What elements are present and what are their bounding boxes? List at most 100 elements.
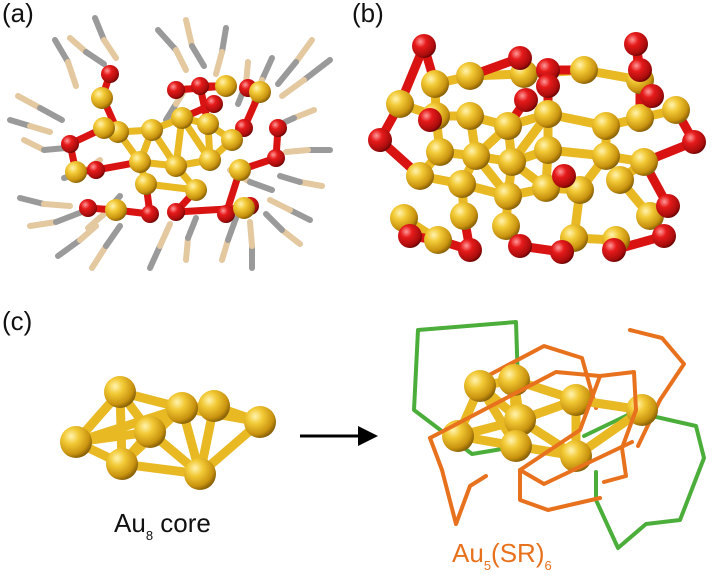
- bond: [185, 215, 199, 241]
- gold-atom: [424, 226, 452, 254]
- gold-atom: [215, 75, 237, 97]
- sulfur-atom: [191, 77, 209, 95]
- bond: [155, 27, 179, 53]
- sulfur-atom: [652, 224, 676, 248]
- bond: [55, 237, 83, 259]
- panel-label-a: (a): [2, 0, 34, 28]
- sulfur-atom: [550, 240, 574, 264]
- bond: [183, 17, 195, 49]
- gold-atom: [494, 112, 522, 140]
- bond: [183, 235, 191, 263]
- gold-atom: [592, 112, 620, 140]
- caption-core-subscript: 8: [145, 528, 154, 544]
- gold-atom: [184, 458, 216, 490]
- panel-label-c: (c): [2, 306, 33, 336]
- bond: [89, 243, 109, 271]
- gold-atom: [464, 370, 496, 402]
- sulfur-atom: [205, 95, 223, 113]
- gold-atom: [560, 384, 592, 416]
- arrow-right-icon: [300, 426, 378, 446]
- atoms-b: [368, 32, 706, 264]
- sulfur-atom: [508, 46, 532, 70]
- gold-atom: [498, 364, 530, 396]
- bond: [53, 209, 85, 225]
- panel-b-au-s-framework: [368, 32, 706, 264]
- bond: [287, 207, 313, 223]
- au8-core-model: [60, 376, 276, 490]
- gold-atom: [93, 117, 115, 139]
- gold-atom: [421, 70, 449, 98]
- gold-atom: [221, 129, 243, 151]
- sulfur-atom: [418, 108, 442, 132]
- gold-atom: [244, 406, 276, 438]
- caption-staple-subscript-2: 6: [544, 558, 552, 574]
- gold-atom: [592, 142, 620, 170]
- bond: [41, 201, 73, 209]
- staple-lines-front: [428, 370, 638, 526]
- staple-orange: [518, 468, 602, 512]
- gold-atom: [406, 162, 434, 190]
- bond: [263, 211, 285, 233]
- staple-caption: Au5(SR)6: [452, 538, 552, 574]
- caption-core-word: core: [153, 508, 211, 538]
- caption-staple-element: Au: [452, 538, 484, 568]
- gold-atom: [462, 142, 490, 170]
- sulfur-atom: [458, 238, 482, 262]
- bond: [219, 237, 231, 263]
- bond: [219, 25, 229, 55]
- bond: [267, 197, 293, 213]
- sulfur-atom: [624, 32, 648, 56]
- sulfur-atom: [141, 205, 159, 223]
- bond: [291, 107, 317, 121]
- ligand-sticks: [7, 15, 333, 271]
- bond: [163, 101, 179, 123]
- sulfur-atom: [536, 74, 560, 98]
- core-atoms: [60, 376, 276, 490]
- gold-atom: [532, 174, 560, 202]
- gold-atom: [504, 404, 536, 436]
- bond: [83, 49, 107, 67]
- sulfur-atom: [79, 199, 97, 217]
- bond: [225, 215, 239, 243]
- sulfur-atom: [628, 58, 652, 82]
- gold-atom: [606, 166, 634, 194]
- gold-atom: [91, 87, 113, 109]
- gold-atom: [662, 96, 690, 124]
- sulfur-atom: [398, 224, 422, 248]
- gold-atom: [386, 90, 414, 118]
- bond: [77, 223, 99, 243]
- gold-atom: [534, 100, 562, 128]
- bond: [17, 195, 47, 207]
- gold-atom: [450, 202, 478, 230]
- bond: [247, 219, 255, 249]
- bond: [92, 15, 107, 43]
- bond: [259, 55, 275, 83]
- bond: [27, 219, 59, 229]
- gold-atom: [199, 149, 221, 171]
- gold-atom: [456, 62, 484, 90]
- sulfur-atom: [514, 88, 538, 112]
- caption-core-element: Au: [114, 508, 146, 538]
- sulfur-atom: [61, 135, 79, 153]
- bond: [65, 59, 79, 89]
- sulfur-atom: [682, 130, 706, 154]
- caption-staple-ligand: (SR): [491, 538, 545, 568]
- bond: [15, 93, 43, 111]
- gold-atom: [134, 416, 166, 448]
- bond: [283, 147, 311, 155]
- bond: [21, 137, 47, 153]
- bond: [173, 47, 189, 73]
- sulfur-atom: [269, 119, 287, 137]
- gold-atom: [104, 376, 136, 408]
- sulfur-atom: [101, 65, 119, 83]
- bond: [277, 173, 303, 185]
- bond: [101, 37, 119, 61]
- sulfur-atom: [412, 34, 436, 58]
- sulfur-atom: [267, 149, 285, 167]
- bond: [67, 35, 89, 55]
- sulfur-atom: [640, 84, 664, 108]
- gold-atom: [197, 113, 219, 135]
- gold-atom: [165, 155, 187, 177]
- bond: [279, 77, 307, 99]
